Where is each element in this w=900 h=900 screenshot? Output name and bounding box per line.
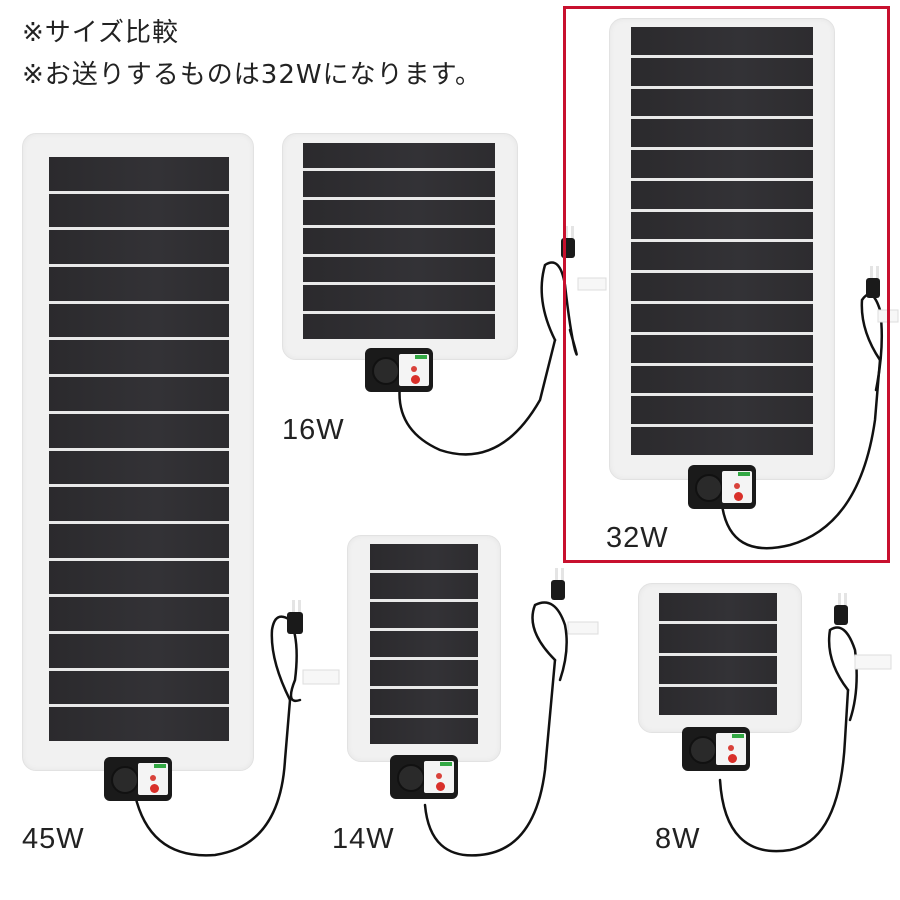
plug-icon — [834, 605, 848, 625]
heating-element-strip — [631, 150, 813, 178]
heater-panel — [303, 143, 495, 339]
led-indicator-icon — [150, 775, 156, 781]
wattage-label: 16W — [282, 414, 345, 446]
heating-element-strip — [631, 88, 813, 117]
heating-element-strip — [49, 487, 229, 521]
heating-element-strip — [370, 689, 478, 715]
heating-element-strip — [49, 157, 229, 191]
thermostat-controller — [688, 465, 756, 509]
heating-element-strip — [49, 267, 229, 301]
heating-element-strip — [631, 211, 813, 240]
heating-element-strip — [49, 377, 229, 411]
plug-icon — [287, 612, 303, 634]
heating-element-strip — [631, 180, 813, 209]
heating-element-strip — [659, 686, 777, 715]
heating-element-strip — [370, 631, 478, 657]
cord-tag — [302, 669, 340, 685]
heating-element-strip — [49, 193, 229, 228]
heating-element-strip — [631, 427, 813, 455]
heating-element-strip — [49, 303, 229, 338]
wattage-label: 32W — [606, 522, 669, 554]
heating-element-strip — [303, 313, 495, 339]
heating-element-strip — [303, 228, 495, 254]
heating-element-strip — [303, 199, 495, 226]
heating-element-strip — [659, 593, 777, 622]
heating-element-strip — [370, 718, 478, 744]
heating-element-strip — [370, 573, 478, 599]
led-indicator-icon — [728, 754, 737, 763]
cord-tag — [854, 654, 892, 670]
size-comparison-note: ※サイズ比較 — [22, 18, 180, 48]
heating-element-strip — [49, 560, 229, 595]
heating-element-strip — [659, 655, 777, 684]
led-indicator-icon — [436, 782, 445, 791]
dial-knob-icon — [111, 766, 139, 794]
plug-icon — [551, 580, 565, 600]
selected-item-highlight — [563, 6, 890, 563]
heating-element-strip — [49, 670, 229, 705]
heating-element-strip — [631, 242, 813, 271]
dial-knob-icon — [695, 474, 723, 502]
dial-knob-icon — [689, 736, 717, 764]
heater-panel — [49, 157, 229, 741]
wattage-label: 8W — [655, 823, 701, 855]
led-indicator-icon — [728, 745, 734, 751]
heating-element-strip — [370, 544, 478, 570]
heating-element-strip — [659, 624, 777, 653]
heating-element-strip — [631, 365, 813, 394]
heating-element-strip — [49, 633, 229, 668]
led-indicator-icon — [734, 483, 740, 489]
thermostat-controller — [104, 757, 172, 801]
led-indicator-icon — [734, 492, 743, 501]
heating-element-strip — [631, 273, 813, 302]
shipping-note: ※お送りするものは32Wになります。 — [22, 60, 482, 90]
heater-panel — [631, 27, 813, 455]
thermostat-controller — [365, 348, 433, 392]
heating-element-strip — [631, 396, 813, 425]
led-indicator-icon — [150, 784, 159, 793]
dial-knob-icon — [372, 357, 400, 385]
led-indicator-icon — [411, 366, 417, 372]
heating-element-strip — [49, 707, 229, 741]
heating-element-strip — [49, 597, 229, 631]
heating-element-strip — [370, 660, 478, 686]
heating-element-strip — [303, 285, 495, 311]
heating-element-strip — [49, 413, 229, 448]
heating-element-strip — [49, 340, 229, 375]
heating-element-strip — [631, 27, 813, 55]
wattage-label: 14W — [332, 823, 395, 855]
heating-element-strip — [370, 602, 478, 628]
thermostat-controller — [390, 755, 458, 799]
heating-element-strip — [303, 171, 495, 197]
heating-element-strip — [49, 230, 229, 265]
heating-element-strip — [631, 334, 813, 363]
heating-element-strip — [303, 256, 495, 283]
cord-tag — [577, 277, 607, 291]
heating-element-strip — [303, 143, 495, 169]
dial-knob-icon — [397, 764, 425, 792]
led-indicator-icon — [436, 773, 442, 779]
heating-element-strip — [49, 523, 229, 558]
thermostat-controller — [682, 727, 750, 771]
led-indicator-icon — [411, 375, 420, 384]
plug-icon — [866, 278, 880, 298]
heater-panel — [659, 593, 777, 715]
heating-element-strip — [631, 304, 813, 332]
heater-panel — [370, 544, 478, 744]
heating-element-strip — [631, 57, 813, 86]
heating-element-strip — [49, 450, 229, 485]
cord-tag — [567, 621, 599, 635]
wattage-label: 45W — [22, 823, 85, 855]
heating-element-strip — [631, 119, 813, 148]
